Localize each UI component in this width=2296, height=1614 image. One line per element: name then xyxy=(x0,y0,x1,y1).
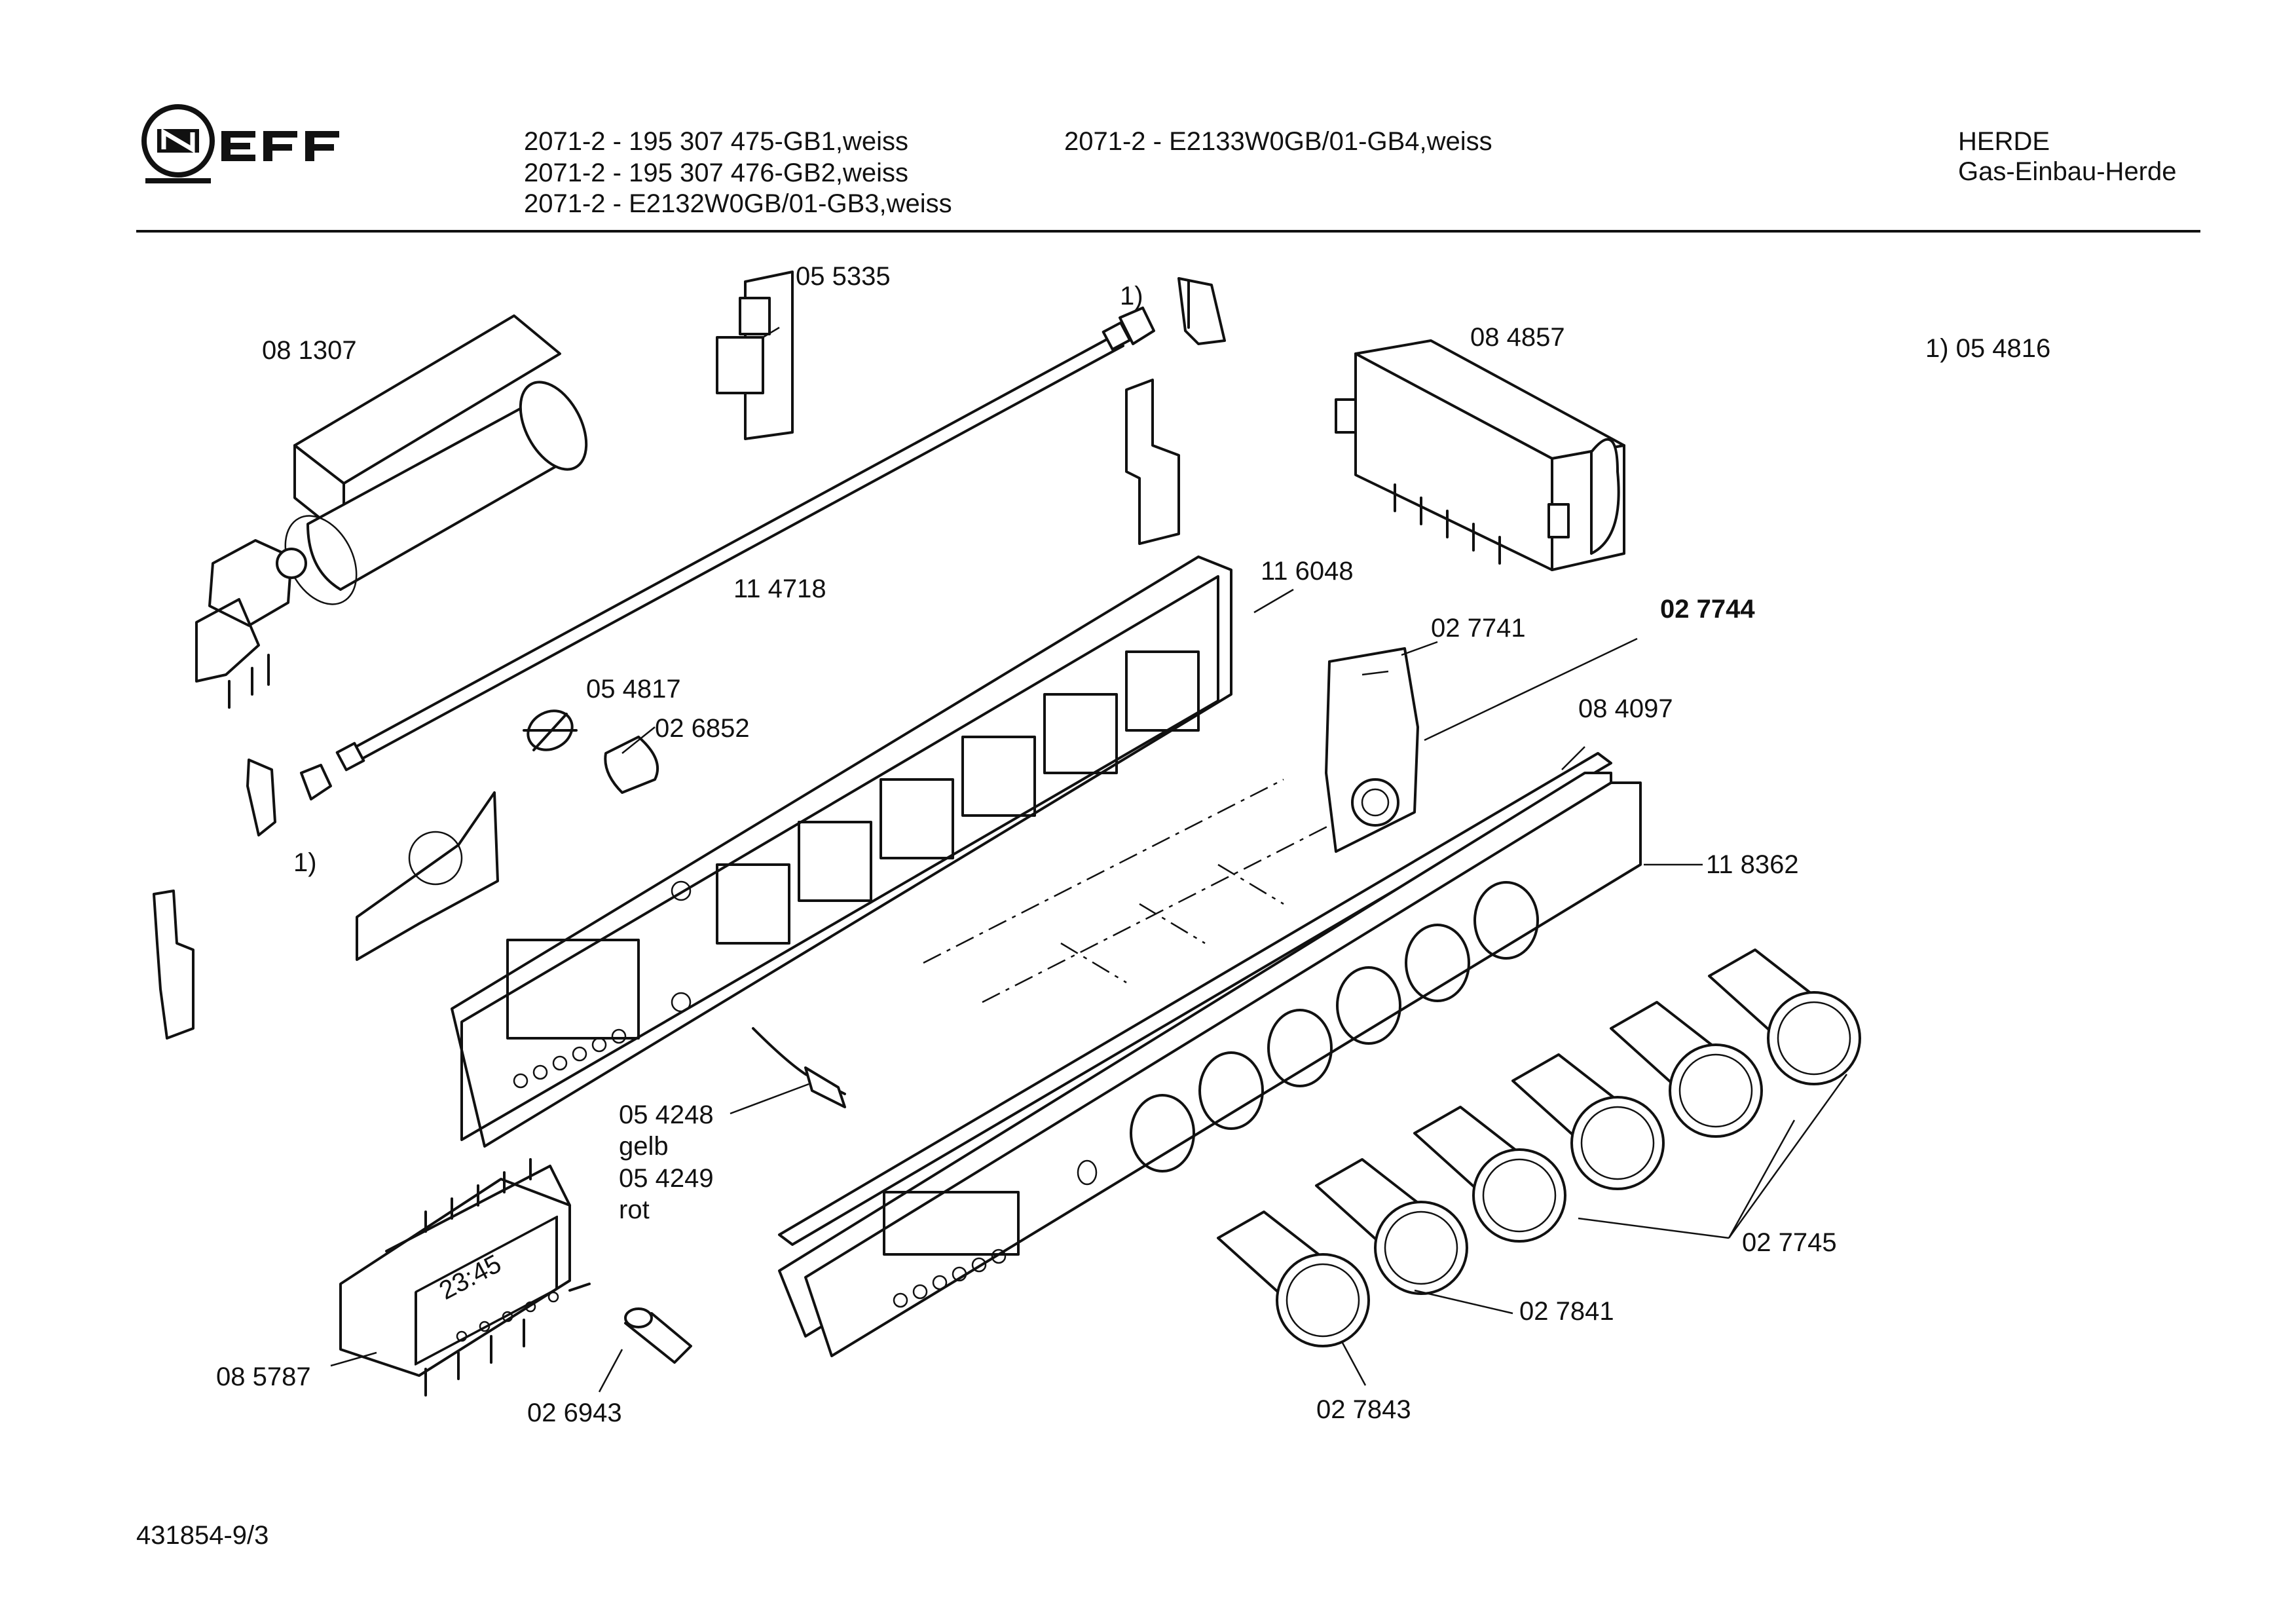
label-081307: 08 1307 xyxy=(262,336,357,365)
lamp-holder-top xyxy=(1119,277,1226,345)
label-027745: 02 7745 xyxy=(1742,1228,1837,1257)
transformer-part xyxy=(716,271,794,440)
front-fascia-part xyxy=(451,555,1232,1148)
leader-lines xyxy=(330,588,1848,1393)
category-title: HERDE xyxy=(1958,127,2050,156)
category-subtitle: Gas-Einbau-Herde xyxy=(1958,157,2177,186)
control-knobs xyxy=(1217,948,1861,1347)
label-085787: 08 5787 xyxy=(216,1362,311,1391)
knob-3 xyxy=(1413,1106,1566,1243)
knob-6 xyxy=(1708,948,1861,1085)
label-116048: 11 6048 xyxy=(1261,557,1354,586)
indicator-lamp-part xyxy=(624,1307,692,1364)
knob-4 xyxy=(1511,1053,1665,1190)
label-054248: 05 4248 xyxy=(619,1100,714,1129)
label-084857: 08 4857 xyxy=(1470,323,1565,352)
assembly-guide-lines xyxy=(923,778,1343,1004)
label-ref1-top: 1) xyxy=(1120,282,1143,310)
control-panel-part xyxy=(778,772,1642,1357)
label-027741: 02 7741 xyxy=(1431,614,1526,643)
side-bracket-left xyxy=(153,890,194,1040)
panel-seal-part xyxy=(778,752,1612,1246)
model-line-3: 2071-2 - E2132W0GB/01-GB3,weiss xyxy=(524,189,952,218)
label-026943: 02 6943 xyxy=(527,1398,622,1427)
heat-shield-plate xyxy=(356,791,499,961)
label-114718: 11 4718 xyxy=(733,574,826,603)
programmer-part xyxy=(1335,339,1625,571)
label-055335: 05 5335 xyxy=(796,262,891,291)
label-027744: 02 7744 xyxy=(1660,595,1755,624)
label-054249-note: rot xyxy=(619,1195,650,1224)
label-084097: 08 4097 xyxy=(1578,694,1673,723)
label-054817: 05 4817 xyxy=(586,675,681,704)
model-line-2: 2071-2 - 195 307 476-GB2,weiss xyxy=(524,159,909,187)
label-118362: 11 8362 xyxy=(1706,850,1799,879)
model-line-1: 2071-2 - 195 307 475-GB1,weiss xyxy=(524,127,909,156)
burner-switch-part xyxy=(1325,647,1419,853)
sensor-wire-part xyxy=(752,1027,846,1108)
document-number: 431854-9/3 xyxy=(136,1521,269,1550)
neff-logo xyxy=(141,104,339,183)
model-line-right: 2071-2 - E2133W0GB/01-GB4,weiss xyxy=(1064,127,1492,156)
label-027843: 02 7843 xyxy=(1316,1395,1411,1424)
label-ref1-bottom: 1) xyxy=(293,848,317,877)
lamp-rod-part xyxy=(335,321,1132,772)
mounting-bracket-top xyxy=(1125,379,1180,545)
fan-motor-part xyxy=(195,314,588,709)
knob-2 xyxy=(1315,1158,1468,1295)
switch-part xyxy=(523,709,578,751)
label-054248-note: gelb xyxy=(619,1132,669,1161)
label-footnote: 1) 05 4816 xyxy=(1925,334,2050,363)
lamp-holder-bottom xyxy=(246,759,332,836)
capacitor-part xyxy=(604,736,659,794)
label-027841: 02 7841 xyxy=(1519,1297,1614,1326)
clock-timer-part: 23:45 xyxy=(339,1158,591,1397)
knob-1 xyxy=(1217,1210,1370,1347)
knob-5 xyxy=(1610,1001,1763,1138)
label-026852: 02 6852 xyxy=(655,714,750,743)
label-054249: 05 4249 xyxy=(619,1164,714,1193)
